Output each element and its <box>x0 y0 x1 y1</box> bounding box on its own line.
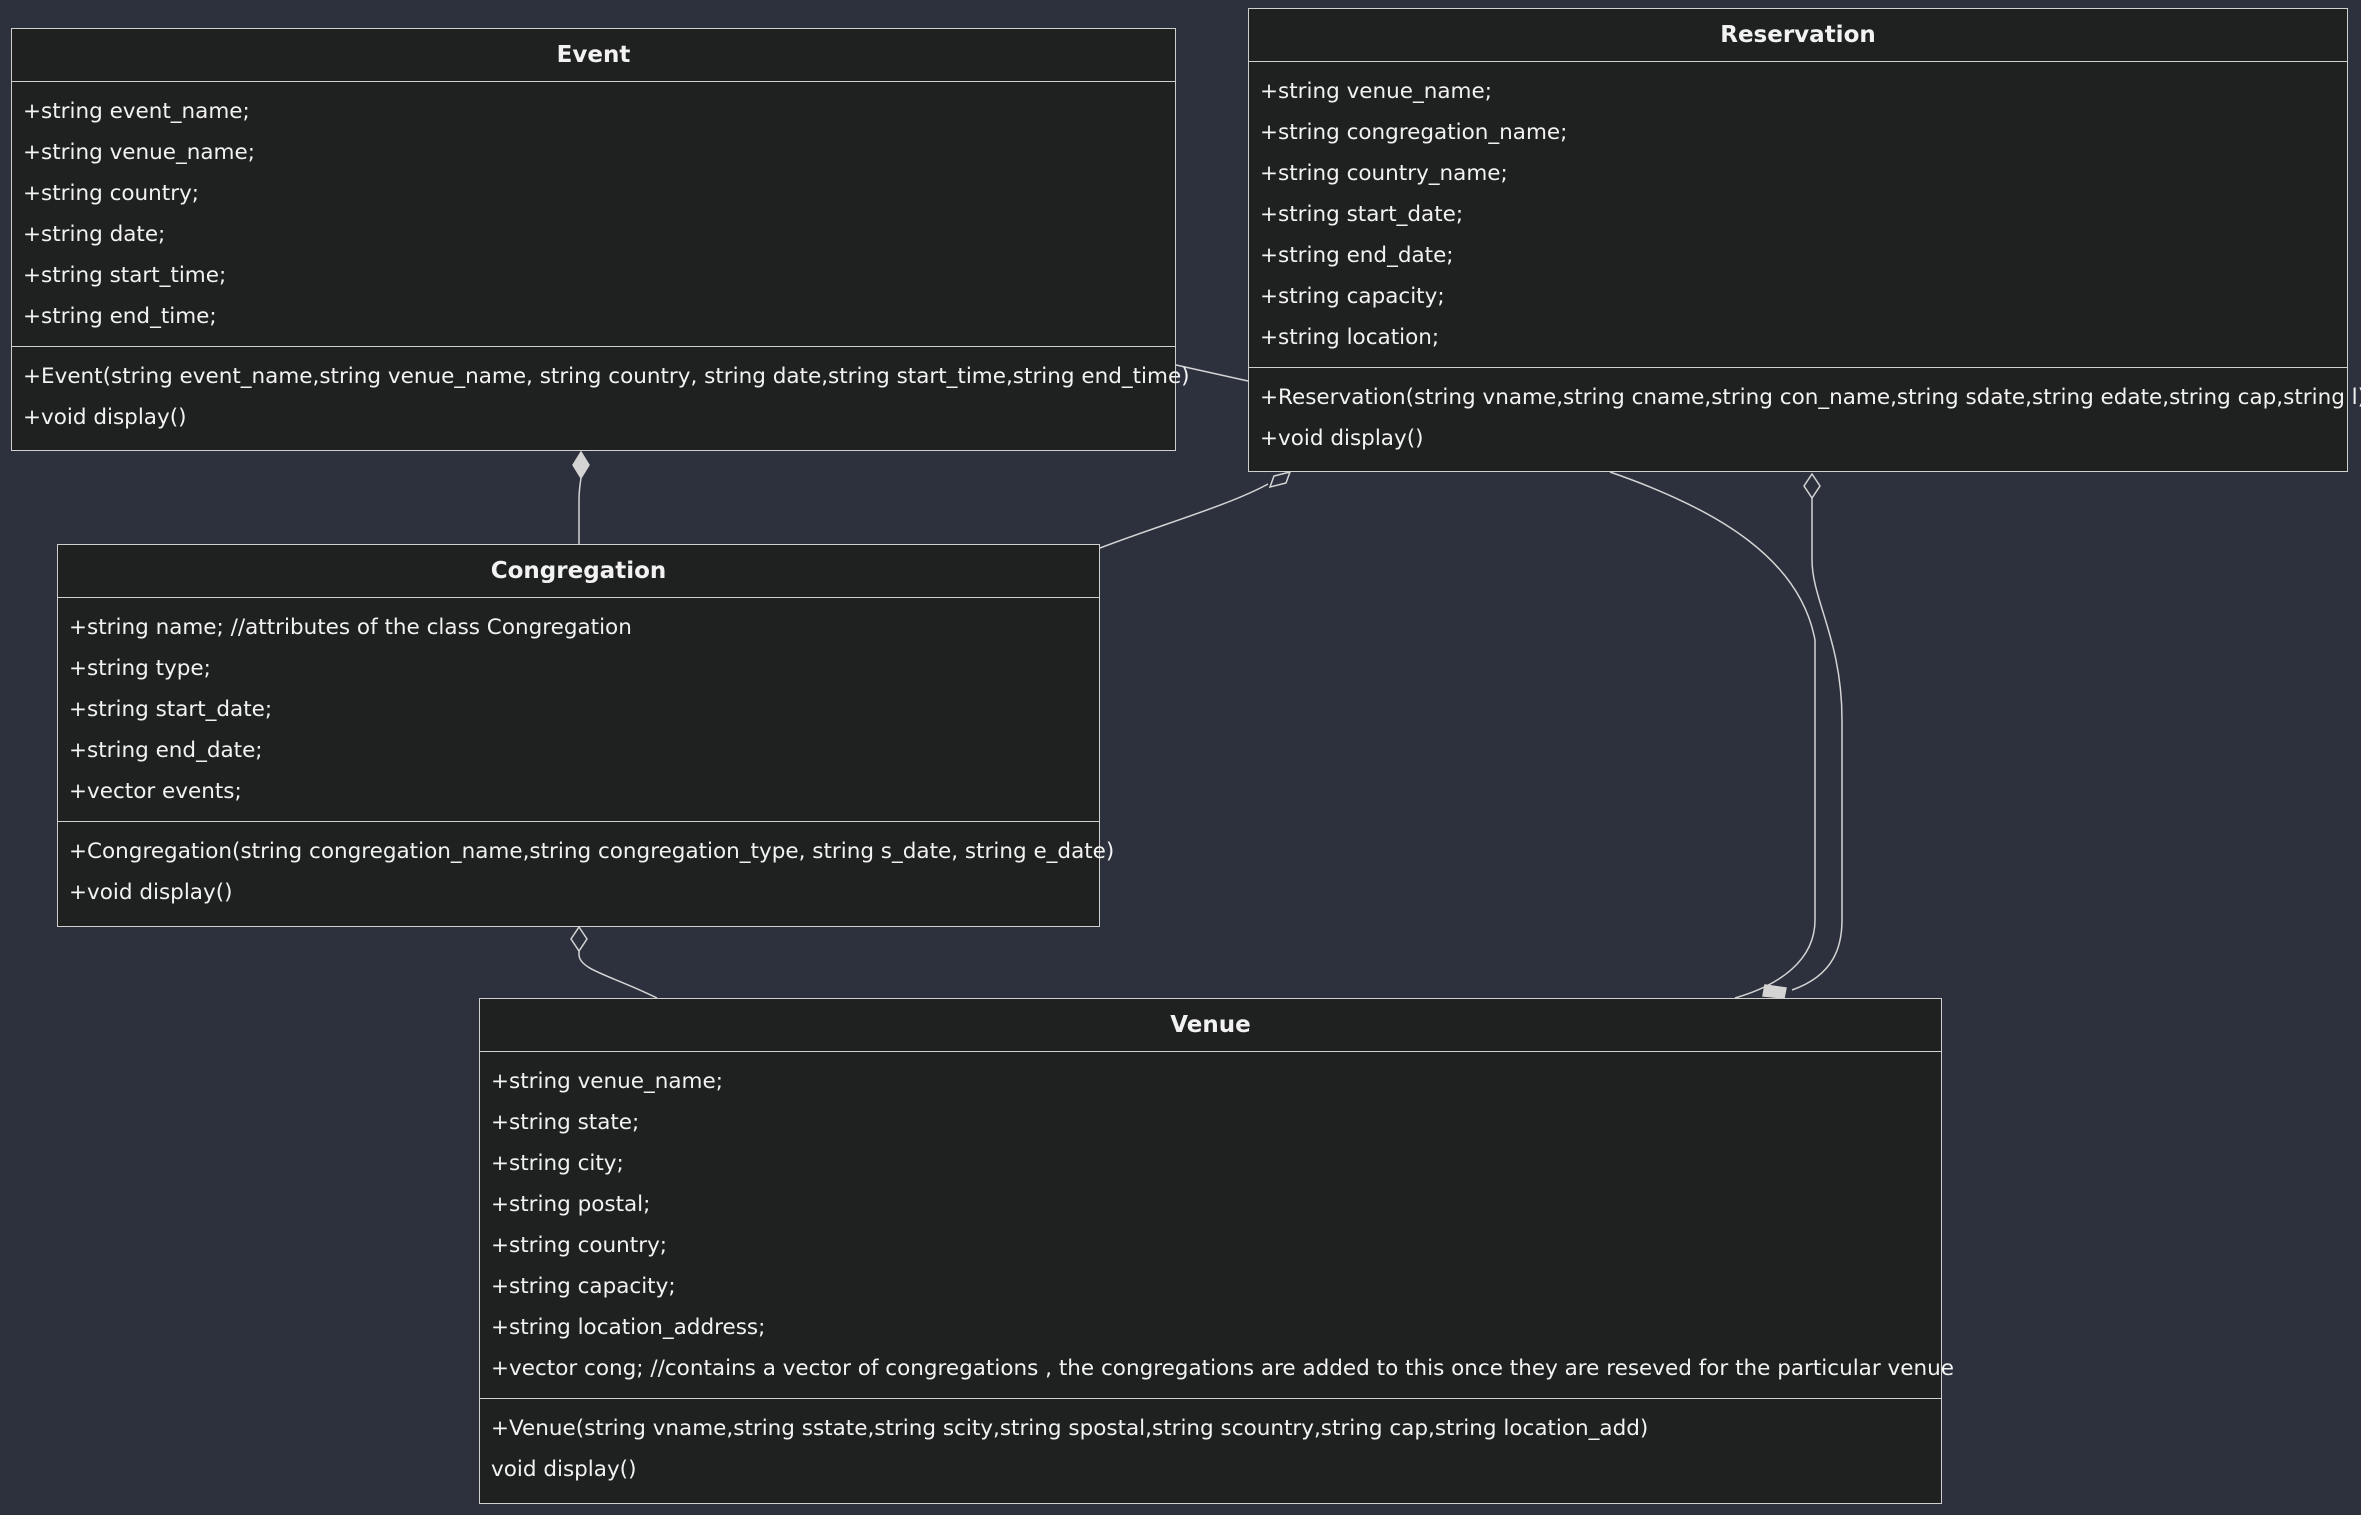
class-venue[interactable]: Venue +string venue_name; +string state;… <box>479 998 1954 1504</box>
class-name: Congregation <box>58 545 1099 598</box>
method: +void display() <box>1260 426 1424 451</box>
method: +void display() <box>69 880 233 905</box>
attribute-list: +string name; //attributes of the class … <box>58 598 1099 821</box>
method: +Event(string event_name,string venue_na… <box>23 364 1190 389</box>
composition-diamond-icon <box>572 450 590 480</box>
class-congregation[interactable]: Congregation +string name; //attributes … <box>57 544 1115 927</box>
aggregation-diamond-icon <box>570 925 588 953</box>
class-name: Venue <box>480 999 1941 1052</box>
class-event[interactable]: Event +string event_name; +string venue_… <box>11 28 1190 451</box>
attribute: +string end_time; <box>23 304 217 329</box>
class-name: Reservation <box>1249 9 2347 62</box>
attribute: +string location; <box>1260 325 1440 350</box>
attribute-list: +string venue_name; +string congregation… <box>1249 62 2347 367</box>
attribute: +string city; <box>491 1151 624 1176</box>
attribute: +string event_name; <box>23 99 250 124</box>
attribute: +string end_date; <box>1260 243 1454 268</box>
method: +Reservation(string vname,string cname,s… <box>1260 385 2361 410</box>
attribute: +string congregation_name; <box>1260 120 1568 145</box>
attribute: +string state; <box>491 1110 640 1135</box>
edge-congregation-reservation <box>1099 483 1269 549</box>
attribute: +string name; //attributes of the class … <box>69 615 632 640</box>
attribute: +string start_date; <box>1260 202 1464 227</box>
aggregation-diamond-icon <box>1803 472 1821 500</box>
attribute: +string venue_name; <box>23 140 255 165</box>
method: void display() <box>491 1457 637 1482</box>
attribute: +string capacity; <box>1260 284 1445 309</box>
attribute: +string start_date; <box>69 697 273 722</box>
attribute: +string date; <box>23 222 166 247</box>
attribute: +string country; <box>23 181 200 206</box>
method-list: +Reservation(string vname,string cname,s… <box>1249 367 2361 468</box>
attribute: +vector cong; //contains a vector of con… <box>491 1356 1954 1381</box>
attribute: +string country_name; <box>1260 161 1508 186</box>
edge-congregation-event <box>578 477 582 544</box>
attribute: +string start_time; <box>23 263 227 288</box>
attribute-list: +string event_name; +string venue_name; … <box>12 82 1175 346</box>
composition-diamond-icon <box>1762 984 1787 999</box>
method-list: +Event(string event_name,string venue_na… <box>12 346 1190 447</box>
attribute: +vector events; <box>69 779 242 804</box>
method-list: +Congregation(string congregation_name,s… <box>58 821 1115 922</box>
attribute: +string venue_name; <box>491 1069 723 1094</box>
edge-reservation-venue <box>1609 471 1816 999</box>
attribute: +string country; <box>491 1233 668 1258</box>
attribute: +string postal; <box>491 1192 651 1217</box>
attribute: +string type; <box>69 656 211 681</box>
attribute-list: +string venue_name; +string state; +stri… <box>480 1052 1954 1398</box>
attribute: +string capacity; <box>491 1274 676 1299</box>
method: +Venue(string vname,string sstate,string… <box>491 1416 1649 1441</box>
class-name: Event <box>12 29 1175 82</box>
class-reservation[interactable]: Reservation +string venue_name; +string … <box>1248 8 2361 472</box>
method-list: +Venue(string vname,string sstate,string… <box>480 1398 1941 1499</box>
edge-venue-reservation <box>1791 498 1843 991</box>
edge-venue-congregation <box>578 950 658 999</box>
attribute: +string venue_name; <box>1260 79 1492 104</box>
attribute: +string end_date; <box>69 738 263 763</box>
method: +void display() <box>23 405 187 430</box>
method: +Congregation(string congregation_name,s… <box>69 839 1115 864</box>
aggregation-diamond-icon <box>1268 470 1292 489</box>
edge-event-reservation <box>1175 364 1249 382</box>
attribute: +string location_address; <box>491 1315 766 1340</box>
